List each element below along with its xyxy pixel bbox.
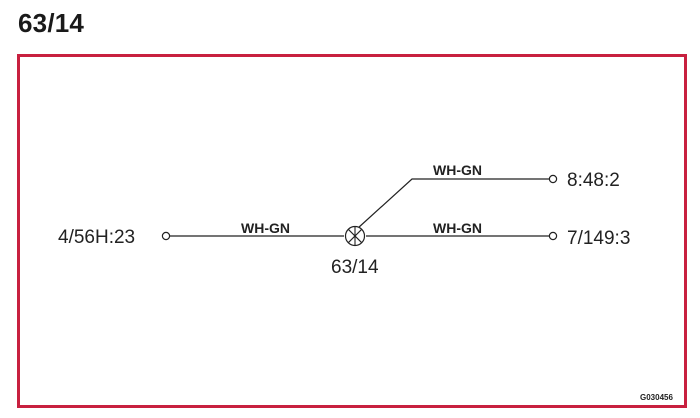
top-right-terminal (548, 174, 558, 184)
endpoint-label-top-right: 8:48:2 (567, 170, 620, 191)
reference-code: G030456 (640, 393, 673, 402)
wire-label-lower-right: WH-GN (433, 220, 482, 236)
wire-label-left: WH-GN (241, 220, 290, 236)
wire-label-upper-right: WH-GN (433, 162, 482, 178)
node-label: 63/14 (331, 257, 379, 278)
splice-node-icon (344, 225, 366, 247)
bottom-right-terminal (548, 231, 558, 241)
left-terminal (161, 231, 171, 241)
endpoint-label-bottom-right: 7/149:3 (567, 228, 630, 249)
page-title: 63/14 (18, 8, 85, 38)
endpoint-label-left: 4/56H:23 (58, 227, 135, 248)
upper-right-wire (357, 178, 549, 229)
diagram-frame (17, 54, 687, 408)
